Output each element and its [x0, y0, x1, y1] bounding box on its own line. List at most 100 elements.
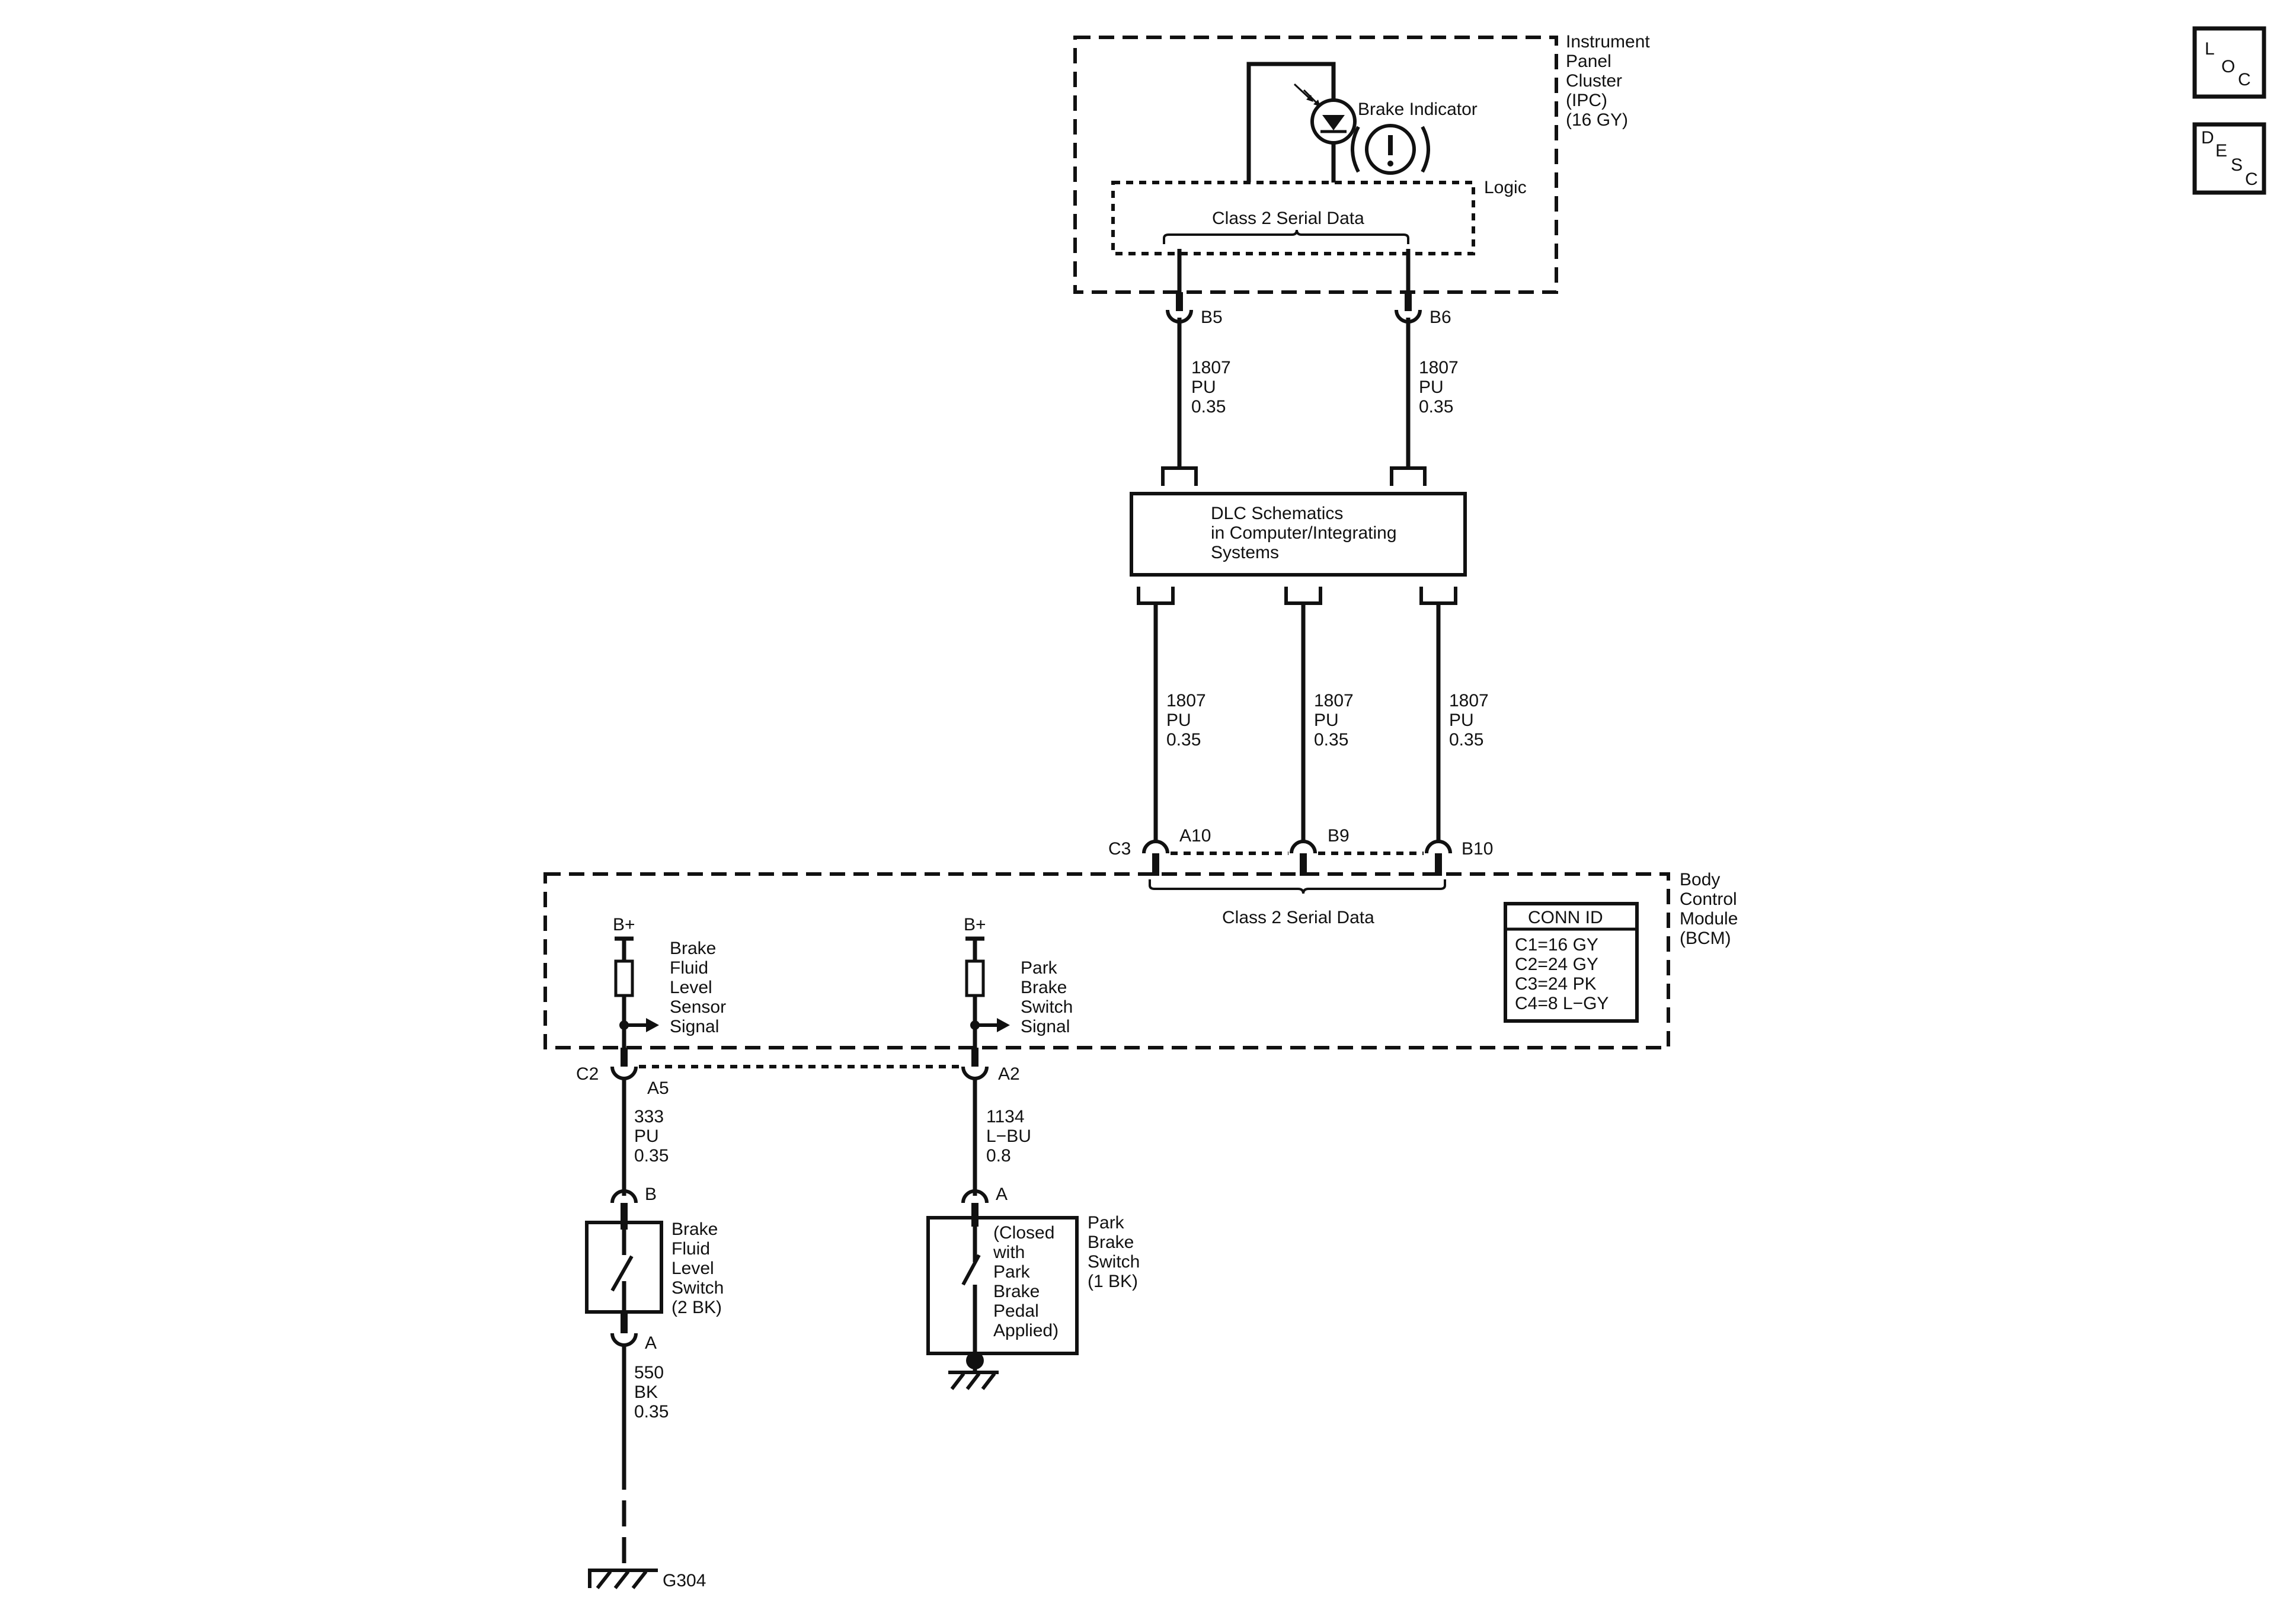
wire-label: 550 BK 0.35 [634, 1363, 669, 1422]
svg-text:0.35: 0.35 [1419, 397, 1453, 417]
pin-label: B6 [1430, 308, 1451, 327]
svg-text:1807: 1807 [1166, 691, 1206, 710]
svg-text:333: 333 [634, 1107, 664, 1126]
conn-id-row: C2=24 GY [1515, 955, 1598, 974]
bcm-connector-c2: C2 A5 A2 [576, 1048, 1020, 1098]
svg-text:0.35: 0.35 [634, 1402, 669, 1422]
ipc-name: (IPC) [1566, 91, 1607, 110]
ipc-boundary [1073, 36, 1558, 294]
component-name: Switch [1088, 1252, 1140, 1272]
signal-label: Sensor [670, 997, 726, 1017]
connector-label: C3 [1108, 839, 1131, 859]
svg-text:PU: PU [1449, 710, 1474, 730]
component-name: Level [671, 1259, 714, 1278]
svg-text:PU: PU [1314, 710, 1339, 730]
conn-id-row: C1=16 GY [1515, 935, 1598, 955]
desc-letter: D [2201, 128, 2214, 148]
ipc-module: Instrument Panel Cluster (IPC) (16 GY) B… [1073, 32, 1650, 294]
signal-label: Switch [1021, 997, 1073, 1017]
dlc-label: DLC Schematics [1211, 504, 1343, 523]
switch-note: (Closed [993, 1223, 1054, 1243]
ipc-name: Cluster [1566, 71, 1622, 91]
brake-fluid-level-switch: B A Brake Fluid Level Switch (2 BK) [585, 1185, 724, 1353]
switch-note: Park [993, 1262, 1031, 1282]
bcm-connector-c3: C3 A10 B9 B10 [1108, 826, 1493, 876]
svg-text:PU: PU [634, 1126, 659, 1146]
signal-label: Level [670, 978, 712, 997]
loc-letter: L [2205, 39, 2215, 59]
dlc-box: DLC Schematics in Computer/Integrating S… [1130, 466, 1467, 605]
case-ground-icon [948, 1352, 999, 1390]
svg-text:0.8: 0.8 [986, 1146, 1011, 1166]
signal-label: Brake [670, 939, 716, 958]
loc-button[interactable]: L O C [2192, 26, 2266, 99]
bplus-label: B+ [613, 915, 635, 934]
svg-text:PU: PU [1191, 377, 1216, 397]
wire-label: 1807 PU 0.35 [1191, 358, 1231, 417]
ground-label: G304 [663, 1571, 706, 1590]
desc-button[interactable]: D E S C [2192, 122, 2266, 195]
desc-letter: C [2245, 169, 2258, 189]
pin-label: B [645, 1185, 657, 1204]
signal-label: Signal [1021, 1017, 1070, 1036]
svg-text:PU: PU [1419, 377, 1444, 397]
svg-text:1134: 1134 [986, 1107, 1025, 1126]
bcm-serial-bracket [1149, 879, 1446, 894]
bplus-label: B+ [964, 915, 986, 934]
bcm-name: Body [1680, 870, 1720, 889]
switch-contact-icon [961, 1254, 981, 1286]
brake-warning-icon [1351, 124, 1430, 175]
svg-text:L−BU: L−BU [986, 1126, 1031, 1146]
bcm-name: Control [1680, 889, 1737, 909]
ipc-connector-b5: B5 [1166, 292, 1223, 468]
pin-label: B5 [1201, 308, 1223, 327]
dlc-label: in Computer/Integrating [1211, 523, 1397, 543]
pin-label: A2 [998, 1064, 1020, 1084]
desc-letter: E [2215, 141, 2227, 161]
svg-text:0.35: 0.35 [634, 1146, 669, 1166]
wire-label: 1807 PU 0.35 [1166, 691, 1206, 750]
conn-id-table: CONN ID C1=16 GY C2=24 GY C3=24 PK C4=8 … [1504, 902, 1639, 1023]
ipc-name: Instrument [1566, 32, 1650, 52]
connector-label: C2 [576, 1064, 599, 1084]
logic-block [1111, 181, 1475, 255]
bcm-serial-data-label: Class 2 Serial Data [1222, 908, 1374, 927]
wire-label: 1807 PU 0.35 [1314, 691, 1354, 750]
desc-letter: S [2231, 155, 2243, 175]
component-name: Fluid [671, 1239, 710, 1259]
svg-text:PU: PU [1166, 710, 1191, 730]
pullup-resistor [965, 959, 985, 997]
component-name: (1 BK) [1088, 1272, 1138, 1291]
switch-note: with [993, 1243, 1025, 1262]
ipc-serial-bracket [1163, 229, 1409, 244]
ground-g304-icon: G304 [588, 1569, 706, 1590]
pin-label: A10 [1179, 826, 1211, 846]
ipc-name: Panel [1566, 52, 1611, 71]
conn-id-title: CONN ID [1528, 908, 1603, 927]
ipc-name: (16 GY) [1566, 110, 1628, 130]
component-name: Park [1088, 1213, 1125, 1233]
pin-label: B9 [1328, 826, 1350, 846]
bcm-name: (BCM) [1680, 929, 1731, 948]
loc-letter: O [2221, 57, 2235, 76]
wire-label: 333 PU 0.35 [634, 1107, 669, 1166]
park-brake-switch: A (Closed with Park Brake Pedal Applied)… [926, 1185, 1140, 1363]
wire-label: 1134 L−BU 0.8 [986, 1107, 1031, 1166]
wire-label: 1807 PU 0.35 [1449, 691, 1489, 750]
park-brake-input-circuit: B+ Park Brake Switch Signal [964, 915, 1073, 1048]
svg-text:0.35: 0.35 [1191, 397, 1226, 417]
brake-indicator-lamp-icon [1293, 83, 1357, 145]
svg-text:0.35: 0.35 [1166, 730, 1201, 750]
svg-text:550: 550 [634, 1363, 664, 1382]
switch-note: Brake [993, 1282, 1040, 1301]
component-name: Brake [671, 1219, 718, 1239]
pin-label: A [645, 1333, 657, 1353]
loc-letter: C [2238, 70, 2251, 89]
bcm-name: Module [1680, 909, 1738, 929]
svg-text:0.35: 0.35 [1449, 730, 1483, 750]
svg-text:0.35: 0.35 [1314, 730, 1348, 750]
pin-label: B10 [1462, 839, 1493, 859]
switch-contact-icon [610, 1255, 634, 1292]
bcm-module: Body Control Module (BCM) Class 2 Serial… [543, 870, 1738, 1049]
